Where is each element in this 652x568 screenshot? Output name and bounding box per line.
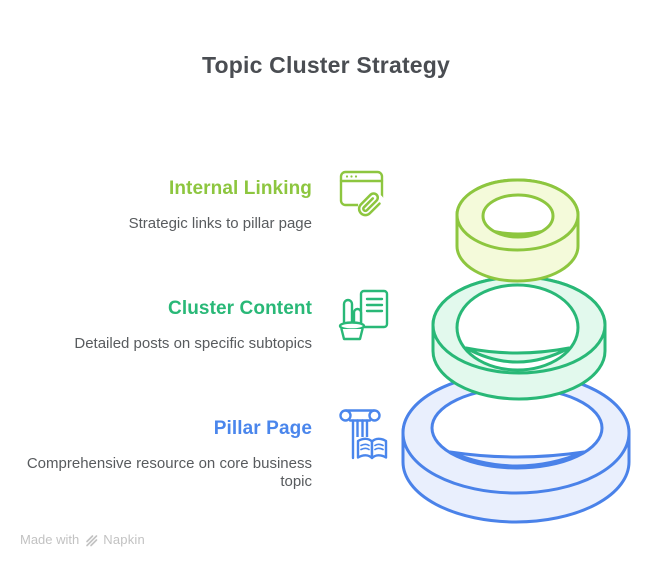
ring-cluster-content — [431, 275, 607, 401]
pillar-book-icon — [336, 406, 392, 462]
ring-body — [431, 275, 607, 401]
section-description: Detailed posts on specific subtopics — [74, 335, 312, 352]
ring-body — [401, 371, 631, 524]
napkin-brand-label: Napkin — [103, 532, 145, 547]
ring-hole-inner-line — [499, 231, 537, 236]
ring-top-face — [401, 371, 631, 495]
ring-top-face — [431, 275, 607, 375]
page-title: Topic Cluster Strategy — [201, 52, 451, 78]
ring-internal-linking — [455, 178, 580, 283]
ring-pillar-page — [401, 371, 631, 524]
section-cluster-content: Cluster Content Detailed posts on specif… — [22, 297, 312, 353]
ring-hole — [455, 283, 580, 372]
ring-hole — [430, 386, 604, 470]
section-pillar-page: Pillar Page Comprehensive resource on co… — [22, 417, 312, 491]
ring-body — [455, 178, 580, 283]
ring-hole-inner-wall — [464, 346, 571, 364]
ring-hole — [481, 193, 555, 239]
browser-link-icon — [336, 166, 392, 222]
section-heading: Internal Linking — [168, 178, 312, 199]
section-internal-linking: Internal Linking Strategic links to pill… — [22, 177, 312, 233]
section-description: Strategic links to pillar page — [128, 215, 312, 232]
ring-top-face — [455, 178, 580, 252]
ring-hole-inner-wall — [493, 230, 543, 238]
plant-document-icon — [336, 287, 392, 343]
made-with-napkin-link[interactable]: Made with Napkin — [20, 532, 145, 547]
napkin-logo-icon — [84, 533, 98, 547]
ring-hole-inner-wall — [448, 450, 586, 468]
section-heading: Pillar Page — [213, 418, 312, 439]
section-description: Comprehensive resource on core business … — [26, 455, 312, 490]
section-heading: Cluster Content — [168, 298, 312, 319]
made-with-label: Made with — [20, 532, 80, 547]
